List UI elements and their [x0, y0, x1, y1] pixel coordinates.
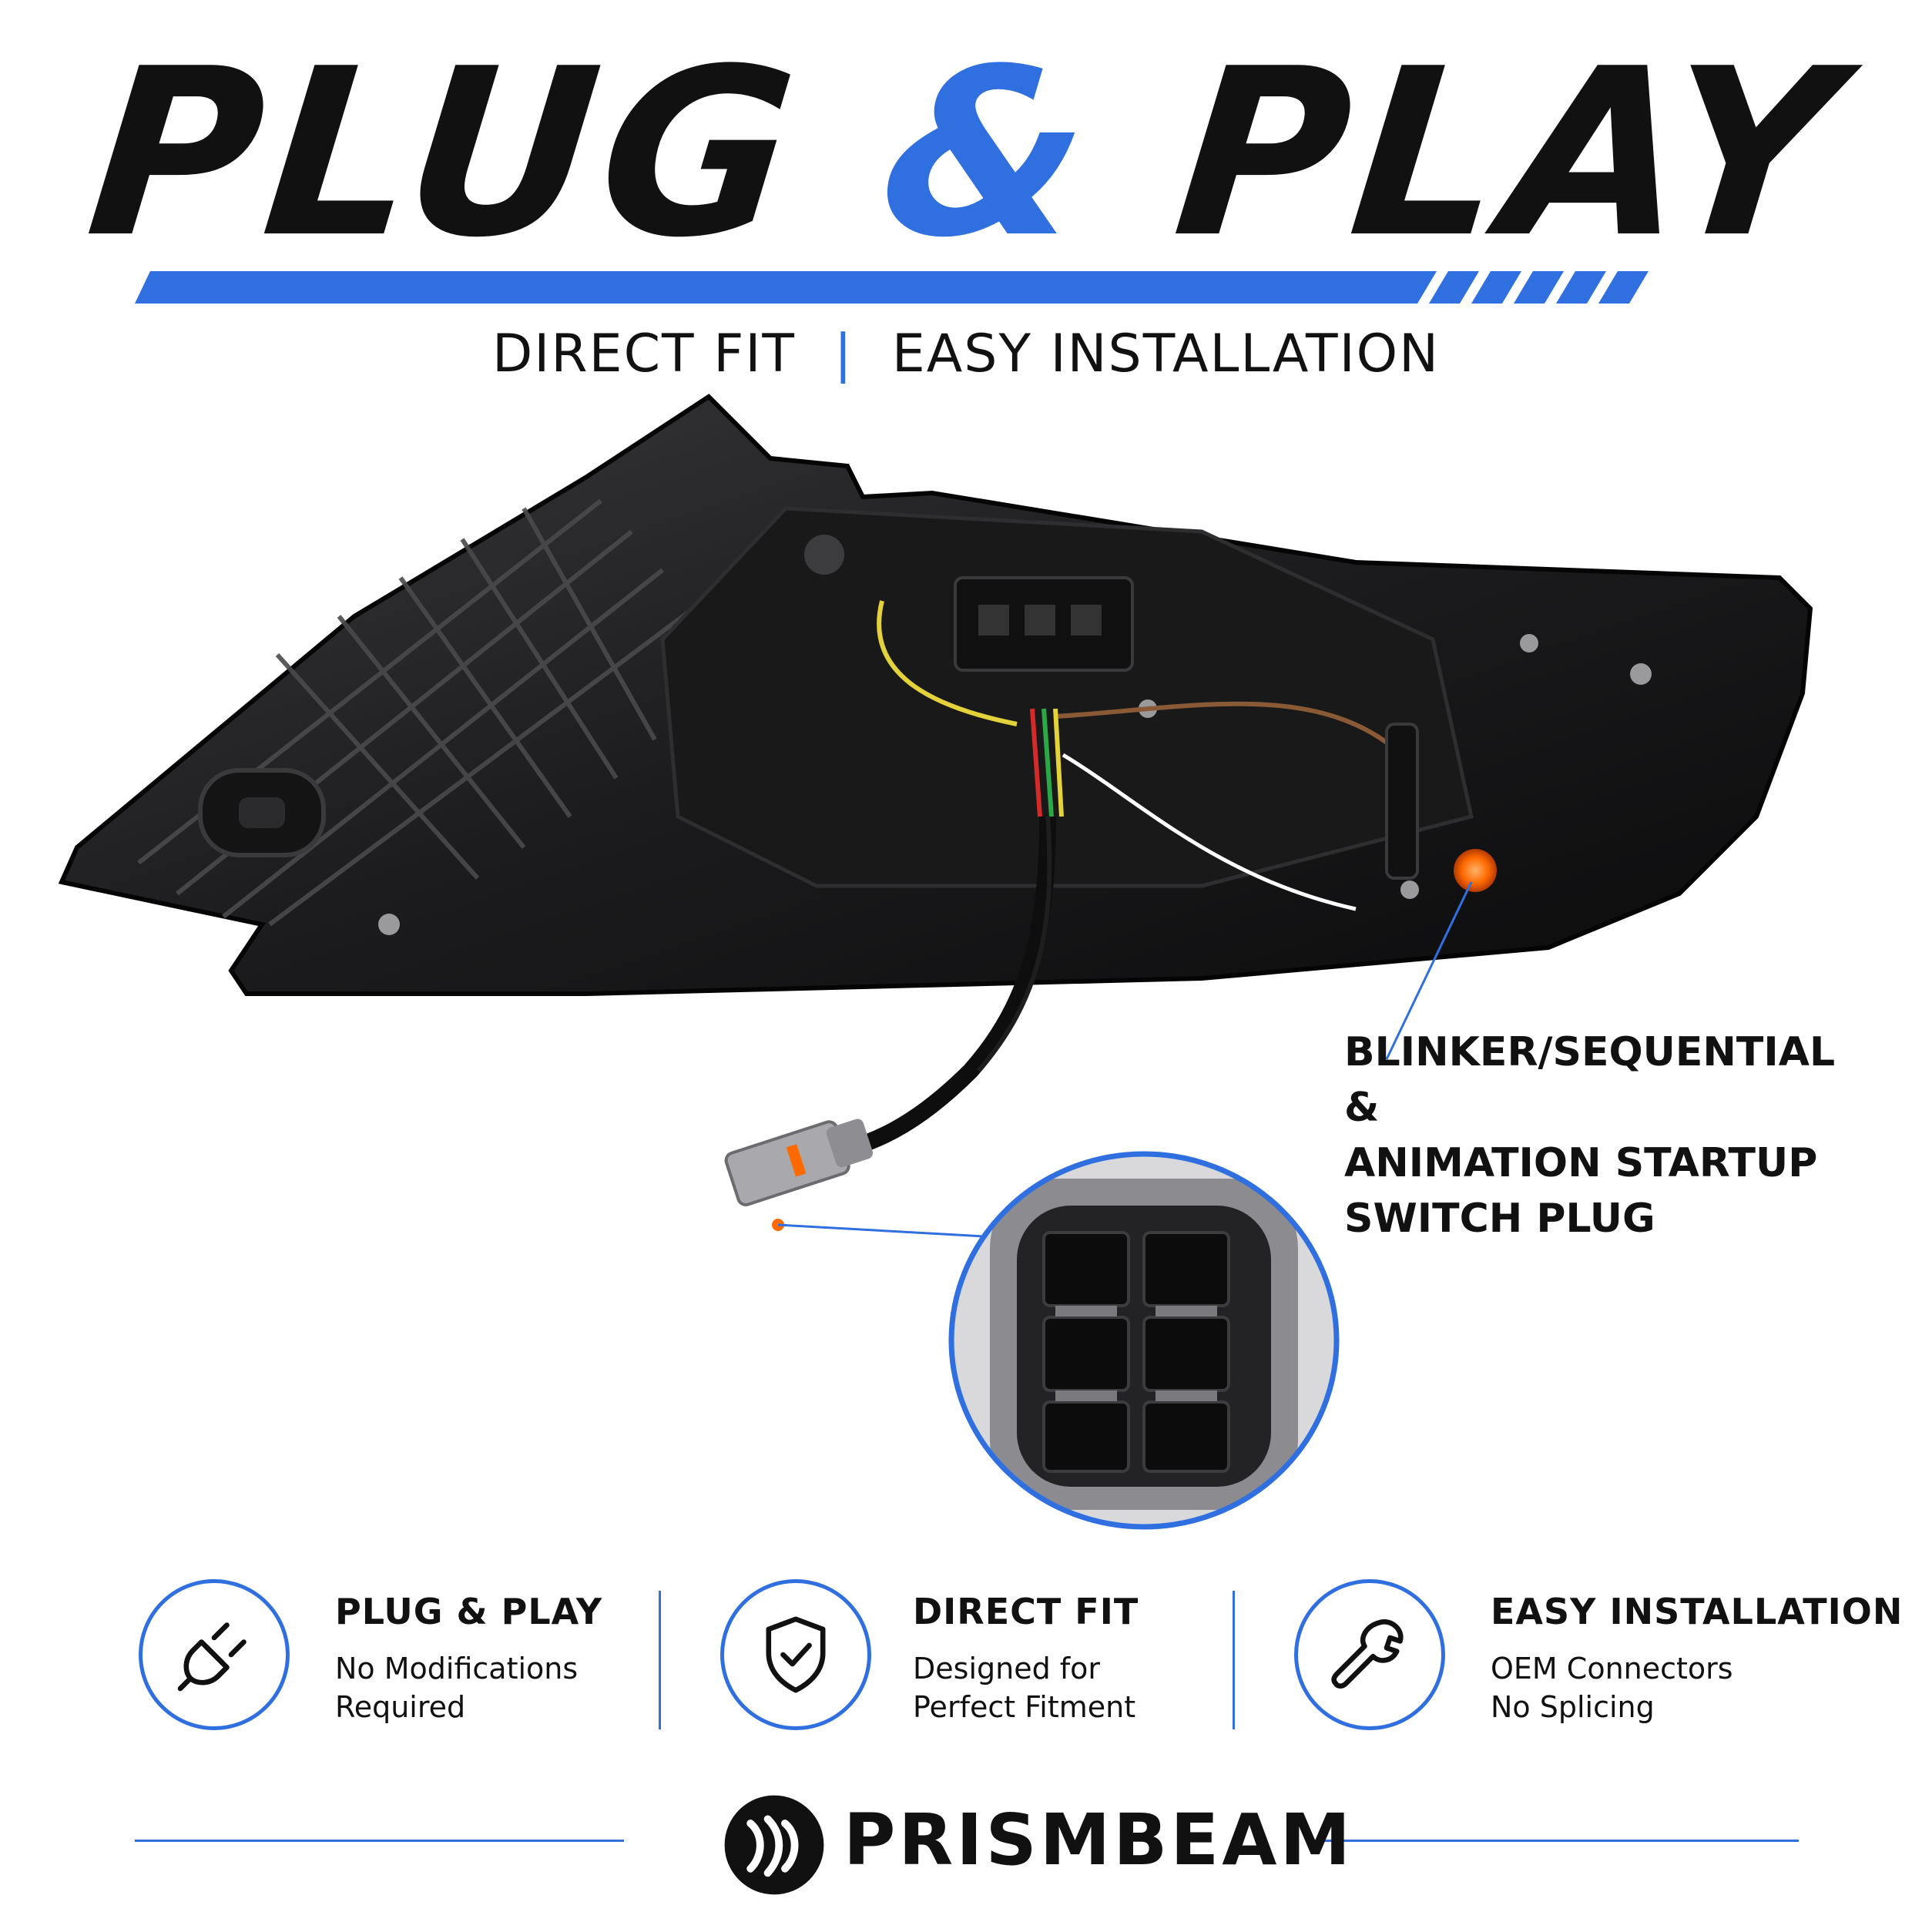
shield-check-icon [766, 1616, 826, 1693]
feature-wrench-icon-circle [1294, 1579, 1445, 1730]
subtitle-easy-installation: EASY INSTALLATION [891, 324, 1441, 384]
feature-description: OEM Connectors No Splicing [1491, 1649, 1903, 1726]
title-underline-stripe [135, 271, 1649, 304]
feature-title: EASY INSTALLATION [1491, 1591, 1903, 1632]
callout-line-2: ANIMATION STARTUP [1344, 1140, 1818, 1186]
feature-easy-installation: EASY INSTALLATION OEM Connectors No Spli… [1491, 1591, 1903, 1726]
feature-description: No Modifications Required [335, 1649, 602, 1726]
callout-line-1: BLINKER/SEQUENTIAL & [1344, 1029, 1836, 1131]
feature-description: Designed for Perfect Fitment [913, 1649, 1139, 1726]
hero-title: PLUG & PLAY [0, 19, 1932, 288]
feature-shield-icon-circle [720, 1579, 871, 1730]
feature-divider [1233, 1591, 1235, 1729]
feature-desc-line: Designed for [913, 1652, 1101, 1685]
subtitle: DIRECT FIT | EASY INSTALLATION [0, 324, 1932, 384]
switch-plug-callout: BLINKER/SEQUENTIAL & ANIMATION STARTUP S… [1344, 1025, 1883, 1246]
feature-direct-fit: DIRECT FIT Designed for Perfect Fitment [913, 1591, 1139, 1726]
subtitle-separator: | [834, 324, 854, 384]
feature-desc-line: No Splicing [1491, 1690, 1655, 1724]
feature-plug-icon-circle [139, 1579, 290, 1730]
feature-desc-line: OEM Connectors [1491, 1652, 1733, 1685]
feature-divider [659, 1591, 661, 1729]
connector-closeup-image [948, 1151, 1340, 1530]
brand-wordmark: PRISMBEAM [844, 1799, 1353, 1881]
plug-icon [177, 1622, 247, 1692]
hero-title-play: PLAY [1165, 19, 1854, 288]
footer-rule-left [135, 1840, 624, 1842]
feature-title: PLUG & PLAY [335, 1591, 603, 1632]
feature-desc-line: Required [335, 1690, 466, 1724]
zoom-pointer-line [772, 1219, 998, 1239]
footer-rule-right [1310, 1840, 1799, 1842]
hero-title-ampersand: & [870, 19, 1107, 288]
feature-desc-line: Perfect Fitment [913, 1690, 1136, 1724]
feature-plug-and-play: PLUG & PLAY No Modifications Required [335, 1591, 602, 1726]
feature-desc-line: No Modifications [335, 1652, 579, 1685]
brand-logo-icon [724, 1795, 824, 1895]
wrench-icon [1331, 1619, 1404, 1689]
hero-title-plug: PLUG [78, 19, 813, 288]
subtitle-direct-fit: DIRECT FIT [491, 324, 796, 384]
tail-light-image [58, 394, 1813, 1206]
feature-title: DIRECT FIT [913, 1591, 1139, 1632]
brand-name: PRISMBEAM [844, 1799, 1354, 1881]
callout-line-3: SWITCH PLUG [1344, 1196, 1655, 1242]
callout-pointer-line [1385, 881, 1473, 1060]
